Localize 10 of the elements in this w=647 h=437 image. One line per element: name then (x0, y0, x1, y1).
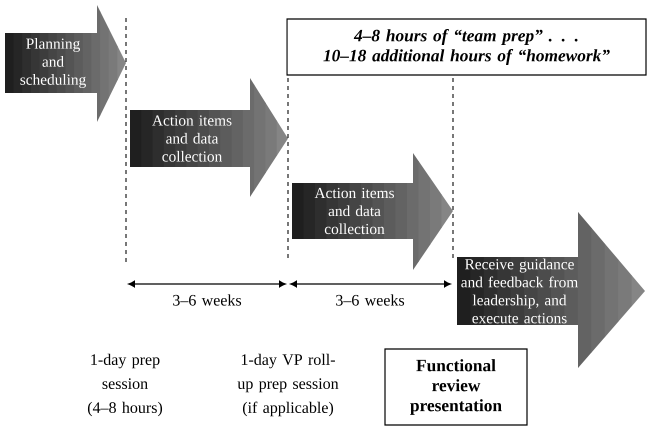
node-label: Action items and data collection (314, 188, 394, 234)
text-box: 4–8 hours of “team prep” . . . 10–18 additional hours of “homework” (286, 18, 647, 76)
duration-label: 3–6 weeks (173, 294, 242, 306)
milestone-text: 1-day prep session (4–8 hours) (88, 354, 162, 416)
milestone-text: 1-day VP roll-up prep session (if applicable) (238, 354, 338, 416)
node-label: Planning and scheduling (20, 38, 86, 88)
node-label: Action items and data collection (152, 115, 232, 162)
node-label: Receive guidance and feedback from leadership, and execute actions (461, 258, 578, 324)
duration-label: 3–6 weeks (336, 294, 404, 306)
text-box: Functional review presentation (384, 348, 528, 426)
